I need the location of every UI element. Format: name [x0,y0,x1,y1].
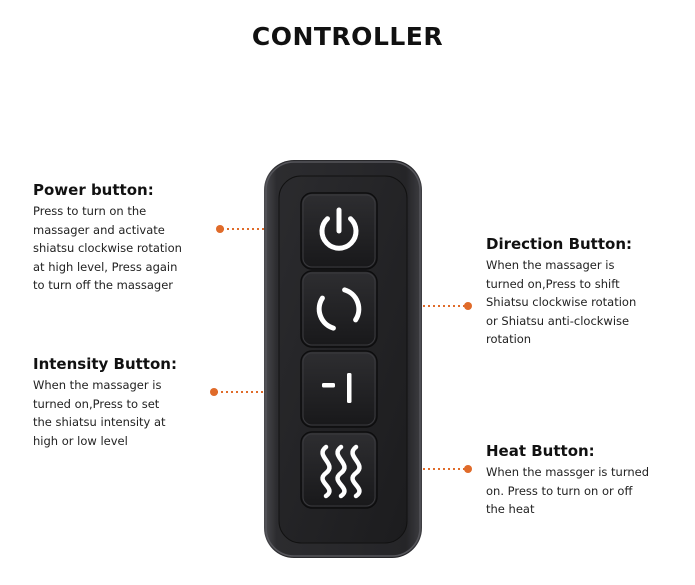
callout-line: at high level, Press again [33,259,178,274]
callout-text: When the massger is turned on. Press to … [486,463,686,519]
callout-line: shiatsu clockwise rotation [33,241,182,255]
callout-line: the shiatsu intensity at [33,415,166,429]
callout-dots [210,225,472,473]
callout-line: or Shiatsu anti-clockwise [486,313,630,328]
callout-line: on. Press to turn on or off [486,483,633,498]
intensity-leader-dot [210,388,218,396]
power-icon [319,207,359,251]
callout-line: rotation [486,332,532,346]
callout-line: the heat [486,502,535,516]
callout-heading: Direction Button: [486,235,633,253]
callout-heading: Heat Button: [486,442,595,460]
callout-text: When the massager is turned on,Press to … [486,256,686,349]
callout-line: turned on,Press to set [33,396,160,411]
callout-line: When the massager is [33,378,162,392]
page-title: CONTROLLER [251,22,444,51]
power-button-callout: Power button: Press to turn on the massa… [33,181,218,295]
callout-heading: Intensity Button: [33,355,177,373]
rotation-arrows-icon [316,287,362,331]
callout-line: When the massager is [486,258,615,272]
direction-leader-dot [464,302,472,310]
callout-line: to turn off the massager [33,278,173,292]
callout-text: Press to turn on the massager and activa… [33,202,218,295]
direction-button[interactable] [300,270,378,348]
callout-text: When the massager is turned on,Press to … [33,376,218,450]
heat-leader-dot [464,465,472,473]
callout-line: turned on,Press to shift [486,276,620,291]
direction-button-callout: Direction Button: When the massager is t… [486,235,686,349]
callout-line: Press to turn on the [33,204,147,218]
heat-waves-icon [320,444,362,499]
heat-button[interactable] [300,431,378,509]
intensity-bars-icon [322,373,352,403]
callout-line: massager and activate [33,222,165,237]
callout-heading: Power button: [33,181,154,199]
intensity-button[interactable] [300,350,378,428]
intensity-button-callout: Intensity Button: When the massager is t… [33,355,218,450]
power-leader-dot [216,225,224,233]
callout-line: high or low level [33,433,128,448]
heat-button-callout: Heat Button: When the massger is turned … [486,442,686,519]
callout-line: When the massger is turned [486,465,650,479]
power-button[interactable] [300,192,378,270]
callout-line: Shiatsu clockwise rotation [486,295,637,309]
